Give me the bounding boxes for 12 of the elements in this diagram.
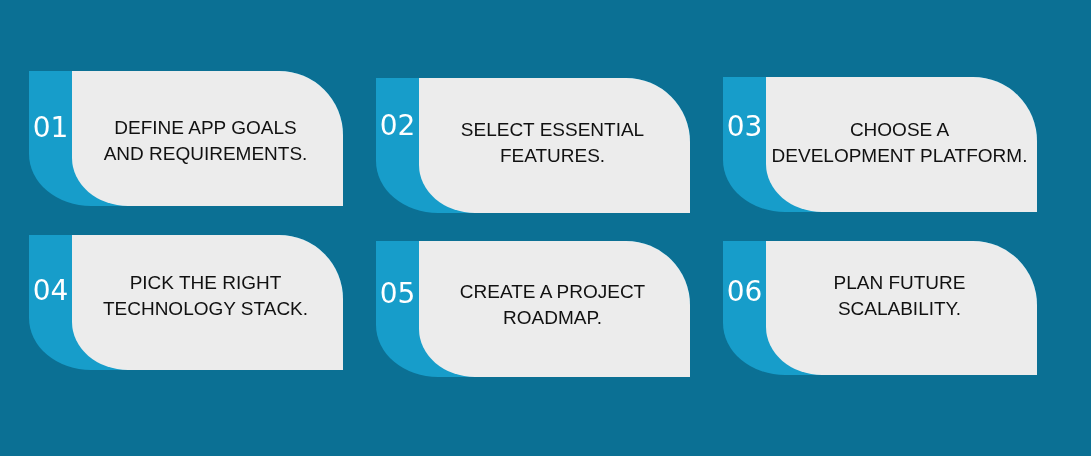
step-number: 04 — [32, 277, 69, 305]
step-description: SELECT ESSENTIAL FEATURES. — [460, 119, 645, 166]
step-description: CREATE A PROJECT ROADMAP. — [459, 281, 646, 328]
step-number: 06 — [726, 278, 763, 306]
step-description: PICK THE RIGHT TECHNOLOGY STACK. — [102, 272, 309, 319]
step-description: CHOOSE A DEVELOPMENT PLATFORM. — [771, 119, 1028, 166]
step-number: 02 — [379, 112, 416, 140]
step-description: DEFINE APP GOALS AND REQUIREMENTS. — [103, 117, 308, 164]
step-number: 01 — [32, 114, 69, 142]
step-description: PLAN FUTURE SCALABILITY. — [833, 272, 966, 319]
step-number: 05 — [379, 280, 416, 308]
step-number: 03 — [726, 113, 763, 141]
